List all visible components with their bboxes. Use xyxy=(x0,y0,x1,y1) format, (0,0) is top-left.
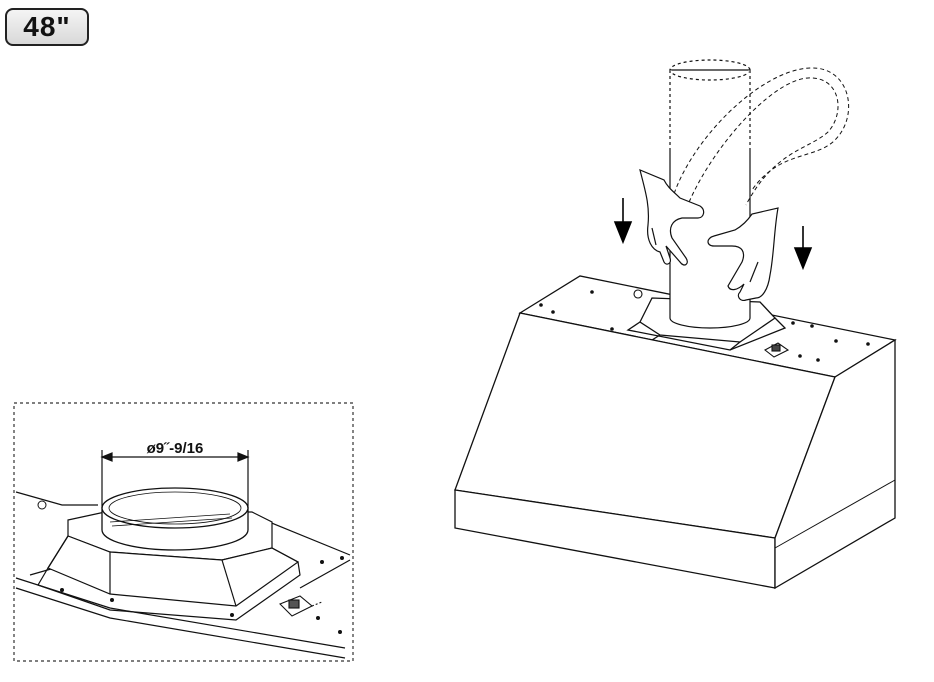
size-badge: 48" xyxy=(5,8,89,46)
detail-screw-hole xyxy=(37,500,47,510)
range-hood xyxy=(454,275,897,590)
detail-screw xyxy=(110,598,114,602)
detail-screw xyxy=(340,556,344,560)
down-arrow-right xyxy=(793,226,813,271)
left-hand-illustration xyxy=(639,168,705,266)
detail-dimension-label: ø9˝-9/16 xyxy=(147,440,204,457)
detail-collar xyxy=(101,487,249,551)
detail-screw xyxy=(320,560,324,564)
hood-clip-bracket xyxy=(763,342,790,358)
hood-side-face xyxy=(774,338,896,590)
down-arrow-left xyxy=(613,198,633,245)
size-badge-label: 48" xyxy=(23,11,71,42)
right-hand-illustration xyxy=(707,207,779,301)
detail-inset: ø9˝-9/16 xyxy=(13,402,354,662)
detail-screw xyxy=(60,588,64,592)
hood-side-seam xyxy=(774,479,896,549)
hood-top-hole xyxy=(633,289,643,299)
detail-screw xyxy=(338,630,342,634)
flex-duct-outline xyxy=(671,67,850,216)
hood-screws xyxy=(539,290,870,362)
detail-dimension xyxy=(100,450,250,508)
detail-inset-border xyxy=(13,402,354,662)
duct-pipe xyxy=(668,59,752,329)
detail-clip-bracket xyxy=(279,595,323,617)
detail-screw xyxy=(230,613,234,617)
detail-screw xyxy=(316,616,320,620)
